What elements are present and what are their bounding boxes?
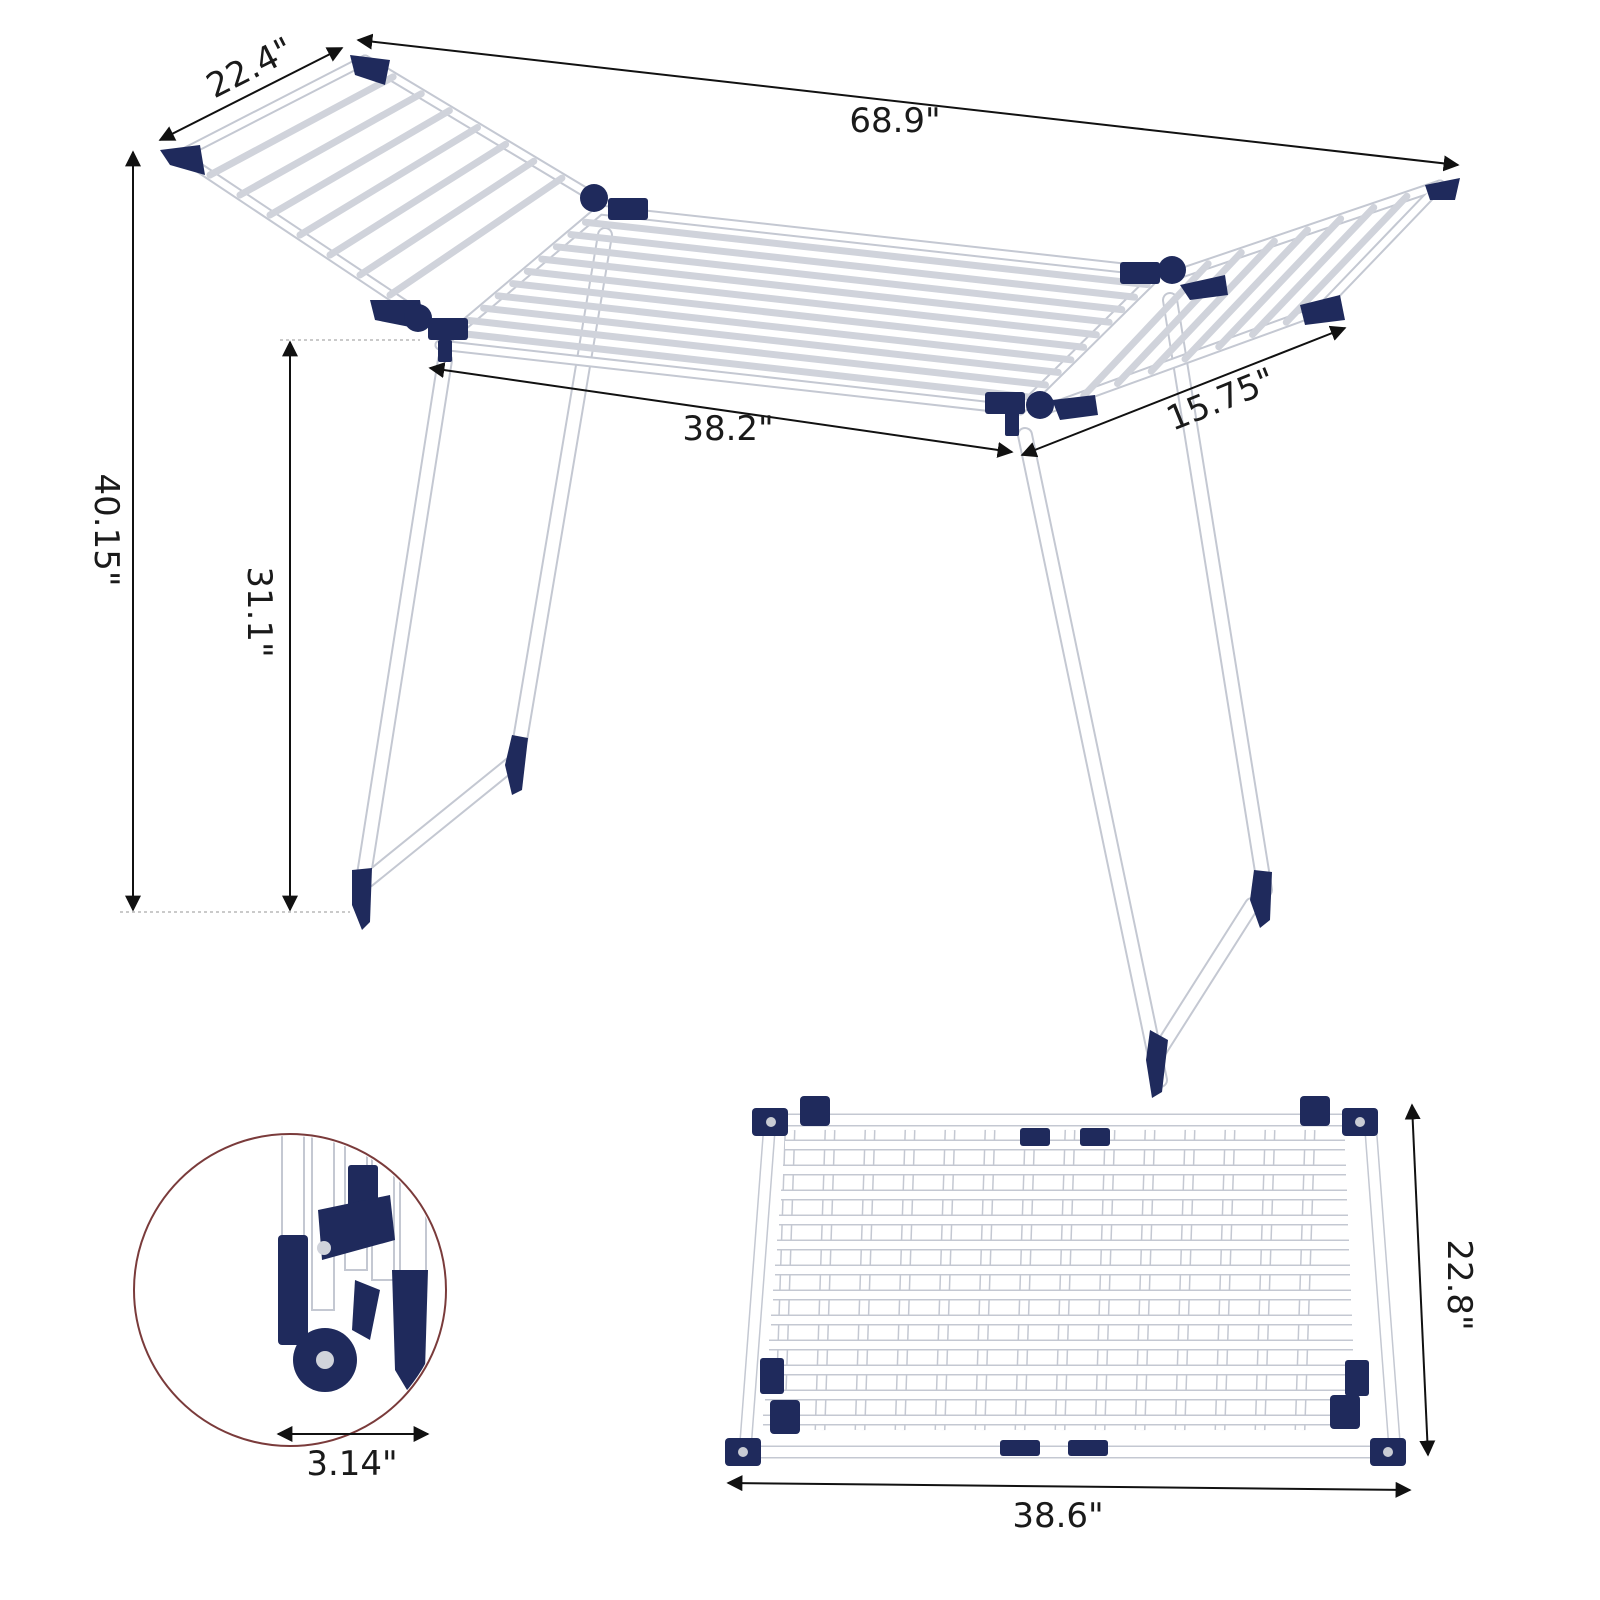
- folded-bar: [1296, 1129, 1314, 1431]
- folded-bar: [1216, 1129, 1234, 1431]
- center-bar: [552, 243, 1126, 314]
- folded-bar: [896, 1129, 914, 1431]
- left-wing-bar: [356, 157, 538, 279]
- folded-bar: [976, 1129, 994, 1431]
- dim-folded-length: 38.6": [1012, 1496, 1103, 1536]
- left-wing-bar: [386, 174, 566, 299]
- center-bar: [523, 267, 1100, 339]
- dim-center-length: 38.2": [682, 409, 773, 449]
- dim-total-height: 40.15": [86, 474, 126, 587]
- dim-total-length: 68.9": [849, 101, 940, 141]
- rack-feet: [352, 735, 1272, 1098]
- folded-bar: [936, 1129, 954, 1431]
- dimension-lines: [125, 33, 1460, 912]
- center-rails: [434, 204, 1166, 416]
- folded-rack-joints: [725, 1096, 1406, 1466]
- folded-rack: [725, 1096, 1406, 1466]
- expanded-rack: [160, 54, 1460, 1098]
- center-bar: [509, 280, 1088, 351]
- folded-bar: [1016, 1129, 1034, 1431]
- folded-detail-view: [133, 1133, 447, 1447]
- folded-bar: [1136, 1129, 1154, 1431]
- dim-folded-thickness: 3.14": [306, 1444, 397, 1484]
- folded-bar: [856, 1129, 874, 1431]
- right-wing-bar: [1249, 204, 1378, 338]
- folded-bar: [1176, 1129, 1194, 1431]
- folded-bar: [1096, 1129, 1114, 1431]
- folded-dimension-lines: [726, 1103, 1436, 1498]
- folded-bar: [816, 1129, 834, 1431]
- center-bar: [494, 292, 1075, 364]
- dim-leg-height: 31.1": [239, 566, 279, 657]
- folded-bar: [1365, 1119, 1400, 1453]
- right-wing-bar: [1282, 192, 1411, 326]
- folded-bar: [1056, 1129, 1074, 1431]
- dim-folded-width: 22.8": [1439, 1239, 1479, 1330]
- center-bar: [567, 231, 1139, 301]
- dimension-guides: [120, 339, 420, 913]
- folded-bar: [1256, 1129, 1274, 1431]
- center-bar: [480, 304, 1062, 376]
- folded-bar: [740, 1119, 775, 1453]
- center-bar: [538, 255, 1113, 326]
- center-bar: [581, 218, 1151, 289]
- right-wing-bar: [1215, 215, 1345, 351]
